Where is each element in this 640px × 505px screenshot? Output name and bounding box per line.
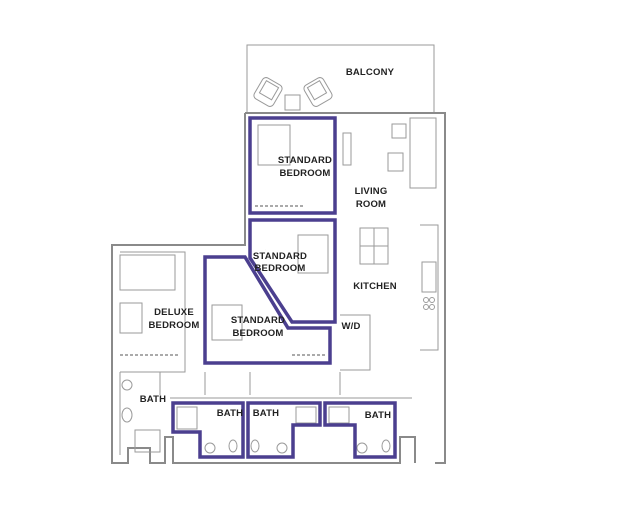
kitchen-counter-icon: [421, 261, 437, 310]
bed-icon: [119, 254, 176, 291]
sink-icon: [121, 379, 133, 391]
balcony-outline: [246, 44, 435, 114]
bed-icon: [211, 304, 243, 341]
toilet-icon: [121, 407, 133, 423]
standard-bedroom-3-label: STANDARD: [231, 315, 285, 326]
standard-bedroom-2-label: STANDARD: [253, 251, 307, 262]
bath-2-label: BATH: [253, 408, 279, 419]
bed-icon: [257, 124, 291, 166]
standard-bedroom-1-label: STANDARD: [278, 155, 332, 166]
bath-3-outline[interactable]: [323, 401, 397, 459]
dining-table-icon: [359, 227, 389, 265]
bath-deluxe-label: BATH: [140, 394, 166, 405]
standard-bedroom-2-outline[interactable]: [248, 218, 337, 324]
standard-bedroom-1-label-2: BEDROOM: [279, 168, 330, 179]
bath-fixtures: [176, 406, 391, 454]
standard-bedroom-1-outline[interactable]: [248, 116, 337, 215]
deluxe-bedroom-label-2: BEDROOM: [148, 320, 199, 331]
interior-walls: [119, 224, 439, 455]
living-room-label: LIVING: [355, 186, 388, 197]
armchair-icon: [391, 123, 407, 139]
bath-3-label: BATH: [365, 410, 391, 421]
desk-icon: [119, 302, 143, 334]
bath-2-outline[interactable]: [246, 401, 322, 459]
lounge-chair-icon: [253, 77, 283, 107]
coffee-table-icon: [387, 152, 404, 172]
standard-bedroom-2-label-2: BEDROOM: [254, 263, 305, 274]
deluxe-bedroom-label: DELUXE: [154, 307, 194, 318]
living-room-label-2: ROOM: [356, 199, 386, 210]
standard-bedroom-3-label-2: BEDROOM: [232, 328, 283, 339]
bed-icon: [297, 234, 329, 274]
tv-console-icon: [342, 132, 352, 166]
balcony-label: BALCONY: [346, 67, 395, 78]
sofa-icon: [409, 117, 437, 189]
bath-1-label: BATH: [217, 408, 243, 419]
bath-1-outline[interactable]: [171, 401, 245, 459]
side-table-icon: [284, 94, 301, 111]
highlighted-rooms: [171, 116, 397, 459]
standard-bedroom-3-outline[interactable]: [203, 255, 332, 365]
wd-label: W/D: [341, 321, 360, 332]
shower-icon: [134, 429, 161, 453]
kitchen-label: KITCHEN: [353, 281, 397, 292]
exterior-walls: [111, 112, 446, 464]
lounge-chair-icon: [303, 77, 333, 107]
